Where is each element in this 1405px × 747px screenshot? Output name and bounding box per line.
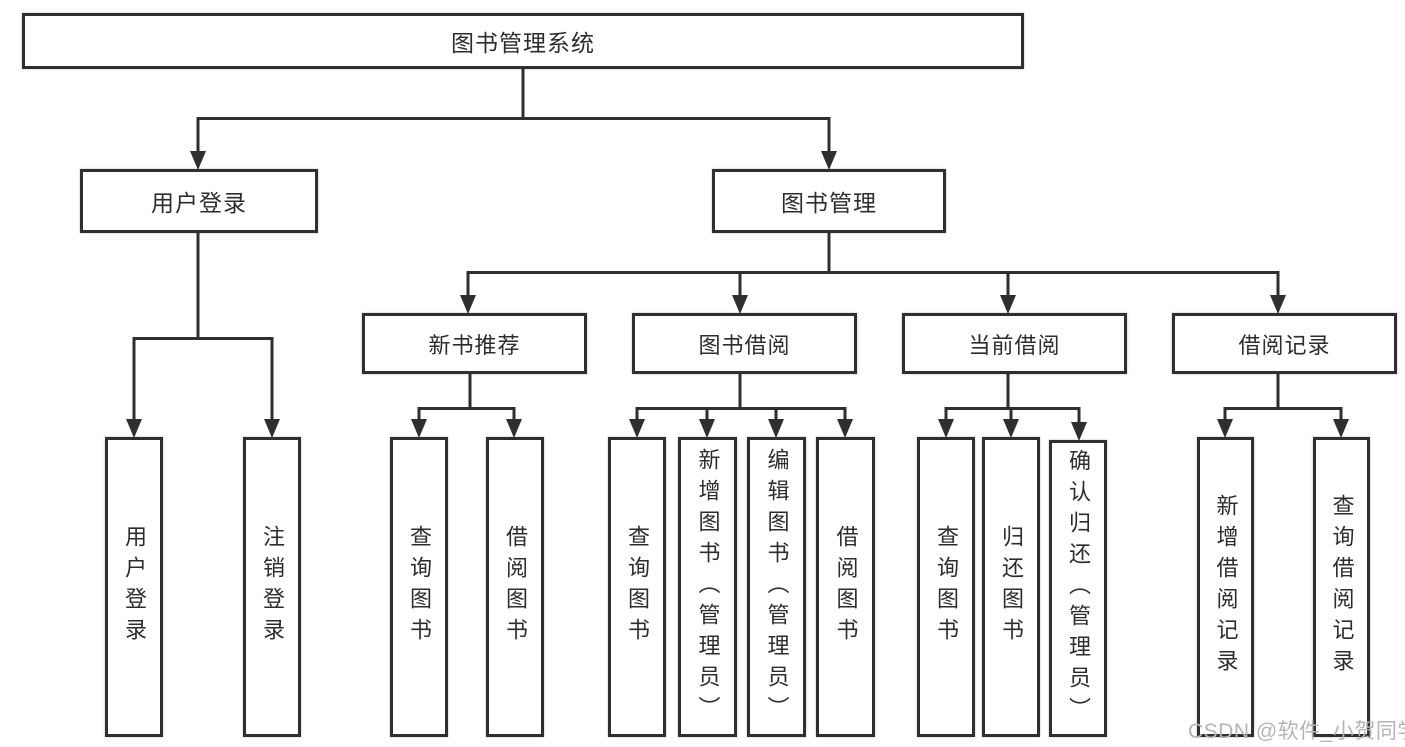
node-book-management: 图书管理	[712, 169, 946, 233]
leaf-node-add-borrow-record: 新增借阅记录	[1197, 437, 1254, 737]
leaf-label: 归还图书	[999, 525, 1024, 649]
leaf-node-edit-books-admin: 编辑图书（管理员）	[747, 437, 806, 737]
leaf-label: 查询图书	[407, 525, 432, 649]
leaf-label: 用户登录	[122, 525, 147, 649]
leaf-label: 编辑图书（管理员）	[764, 447, 790, 727]
node-label: 当前借阅	[968, 332, 1061, 358]
leaf-node-borrow-books-recommend: 借阅图书	[486, 437, 544, 737]
leaf-label: 确认归还（管理员）	[1066, 449, 1091, 728]
leaf-label: 新增借阅记录	[1213, 494, 1239, 680]
leaf-node-return-books: 归还图书	[982, 437, 1040, 737]
leaf-node-user-login: 用户登录	[105, 437, 163, 737]
leaf-node-query-borrow-record: 查询借阅记录	[1313, 437, 1370, 737]
node-borrowing-records: 借阅记录	[1172, 313, 1397, 374]
leaf-label: 注销登录	[260, 525, 285, 649]
leaf-label: 新增图书（管理员）	[695, 447, 721, 727]
node-user-login: 用户登录	[80, 169, 318, 233]
leaf-node-query-books-recommend: 查询图书	[390, 437, 448, 737]
leaf-label: 查询借阅记录	[1329, 494, 1355, 680]
node-label: 用户登录	[151, 190, 247, 216]
leaf-node-logout: 注销登录	[243, 437, 301, 737]
csdn-watermark: CSDN @软件_小贺同学	[1188, 720, 1405, 743]
node-book-borrowing: 图书借阅	[632, 313, 857, 374]
node-label: 图书管理	[781, 190, 877, 216]
node-new-book-recommend: 新书推荐	[362, 313, 587, 374]
node-root-library-system: 图书管理系统	[22, 13, 1024, 69]
leaf-label: 借阅图书	[503, 525, 528, 649]
leaf-node-confirm-return-admin: 确认归还（管理员）	[1049, 440, 1107, 737]
leaf-label: 借阅图书	[833, 525, 859, 649]
node-current-borrowing: 当前借阅	[902, 313, 1127, 374]
leaf-node-borrow-books-borrowing: 借阅图书	[816, 437, 875, 737]
leaf-label: 查询图书	[625, 525, 650, 649]
leaf-node-query-books-borrowing: 查询图书	[608, 437, 666, 737]
leaf-label: 查询图书	[934, 525, 959, 649]
node-label: 借阅记录	[1238, 332, 1331, 358]
node-label: 图书借阅	[698, 332, 791, 358]
leaf-node-add-books-admin: 新增图书（管理员）	[678, 437, 737, 737]
node-label: 图书管理系统	[451, 30, 595, 56]
node-label: 新书推荐	[428, 332, 521, 358]
leaf-node-query-books-current: 查询图书	[917, 437, 975, 737]
